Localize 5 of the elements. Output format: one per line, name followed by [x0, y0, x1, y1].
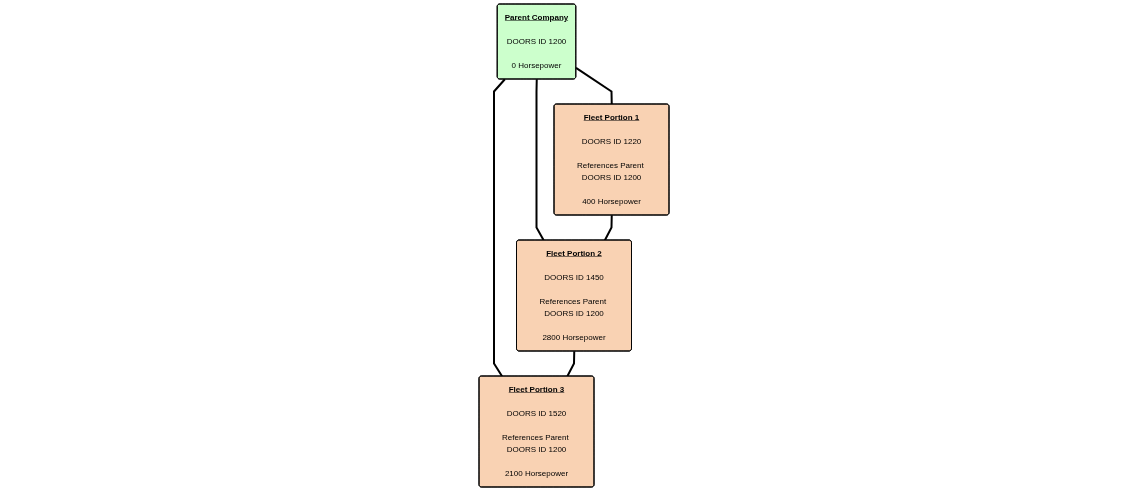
connector [603, 214, 613, 242]
connector [535, 78, 545, 242]
connector [574, 66, 613, 106]
connector [492, 78, 506, 378]
connector [565, 350, 575, 378]
